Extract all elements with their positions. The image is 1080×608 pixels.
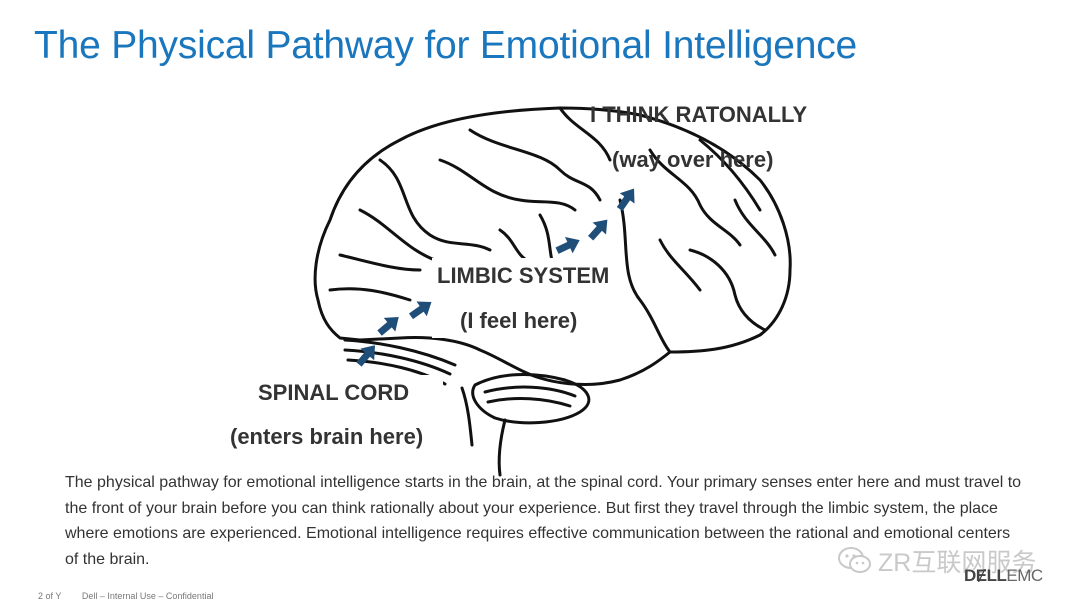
- spinal-sublabel: (enters brain here): [230, 424, 424, 449]
- description-text: The physical pathway for emotional intel…: [65, 474, 1022, 568]
- logo-dell: DɆLL: [964, 566, 1007, 585]
- pathway-arrow-icon: [356, 345, 375, 367]
- spinal-label: SPINAL CORD: [258, 380, 410, 405]
- logo-emc: EMC: [1006, 566, 1043, 585]
- dellemc-logo: DɆLLEMC: [964, 566, 1043, 586]
- pathway-arrow-icon: [616, 188, 635, 212]
- think-label: I THINK RATONALLY: [590, 102, 808, 127]
- watermark-text: ZR互联网服务: [878, 549, 1037, 577]
- pathway-arrow-icon: [555, 236, 580, 254]
- pathway-arrow-icon: [408, 301, 432, 320]
- pathway-arrow-icon: [588, 219, 608, 241]
- wechat-icon: [838, 547, 871, 573]
- pathway-arrow-icon: [377, 317, 399, 336]
- page-number: 2 of Y: [38, 591, 62, 601]
- watermark: ZR互联网服务: [838, 543, 1036, 579]
- slide-title: The Physical Pathway for Emotional Intel…: [34, 24, 858, 67]
- limbic-sublabel: (I feel here): [460, 308, 578, 333]
- limbic-label: LIMBIC SYSTEM: [437, 263, 610, 288]
- classification-label: Dell – Internal Use – Confidential: [81, 591, 214, 601]
- think-sublabel: (way over here): [612, 147, 774, 172]
- pathway-arrows: [356, 188, 635, 367]
- footer: 2 of Y Dell – Internal Use – Confidentia…: [38, 591, 231, 601]
